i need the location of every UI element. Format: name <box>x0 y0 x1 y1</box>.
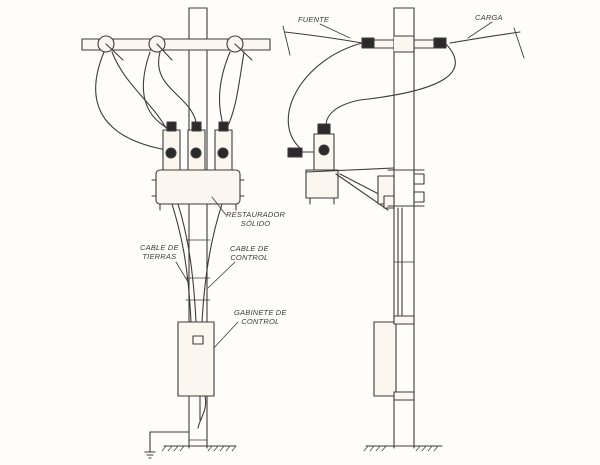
front-ground-and-base <box>144 431 237 459</box>
front-control-cabinet <box>177 321 215 429</box>
side-ground-base <box>363 445 443 452</box>
label-cable-de-tierras: CABLE DE TIERRAS <box>140 243 179 261</box>
label-cable-tierras-line1: CABLE DE <box>140 243 179 252</box>
side-view <box>282 7 525 452</box>
side-jumper-cables <box>287 42 456 149</box>
side-top-insulators <box>361 35 447 53</box>
side-down-cables <box>393 207 415 319</box>
front-down-cables <box>171 203 223 323</box>
front-insulators <box>97 35 253 61</box>
front-crossarm <box>81 38 271 51</box>
front-view <box>81 7 271 459</box>
label-gabinete-line2: CONTROL <box>241 317 280 326</box>
side-line-conductors <box>282 25 525 59</box>
label-cable-de-control: CABLE DE CONTROL <box>230 244 269 262</box>
front-recloser-body <box>151 169 245 211</box>
side-top-leaders <box>319 21 493 39</box>
label-cable-tierras-line2: TIERRAS <box>142 252 177 261</box>
side-recloser <box>287 123 339 205</box>
label-fuente-text: FUENTE <box>298 15 330 24</box>
label-gabinete-line1: GABINETE DE <box>234 308 287 317</box>
label-restaurador-line2: SÓLIDO <box>240 219 271 228</box>
side-pole <box>393 7 415 449</box>
front-leader-lines <box>175 196 239 351</box>
label-cable-control-line2: CONTROL <box>230 253 269 262</box>
side-mounting-bracket <box>305 167 425 211</box>
label-gabinete-de-control: GABINETE DE CONTROL <box>234 308 287 326</box>
label-carga: CARGA <box>475 13 503 22</box>
side-control-cabinet <box>373 315 415 401</box>
label-carga-text: CARGA <box>475 13 503 22</box>
label-restaurador-solido: RESTAURADOR SÓLIDO <box>226 210 285 228</box>
label-fuente: FUENTE <box>298 15 329 24</box>
label-cable-control-line1: CABLE DE <box>230 244 269 253</box>
label-restaurador-line1: RESTAURADOR <box>226 210 286 219</box>
front-recloser-bushings <box>162 121 233 171</box>
